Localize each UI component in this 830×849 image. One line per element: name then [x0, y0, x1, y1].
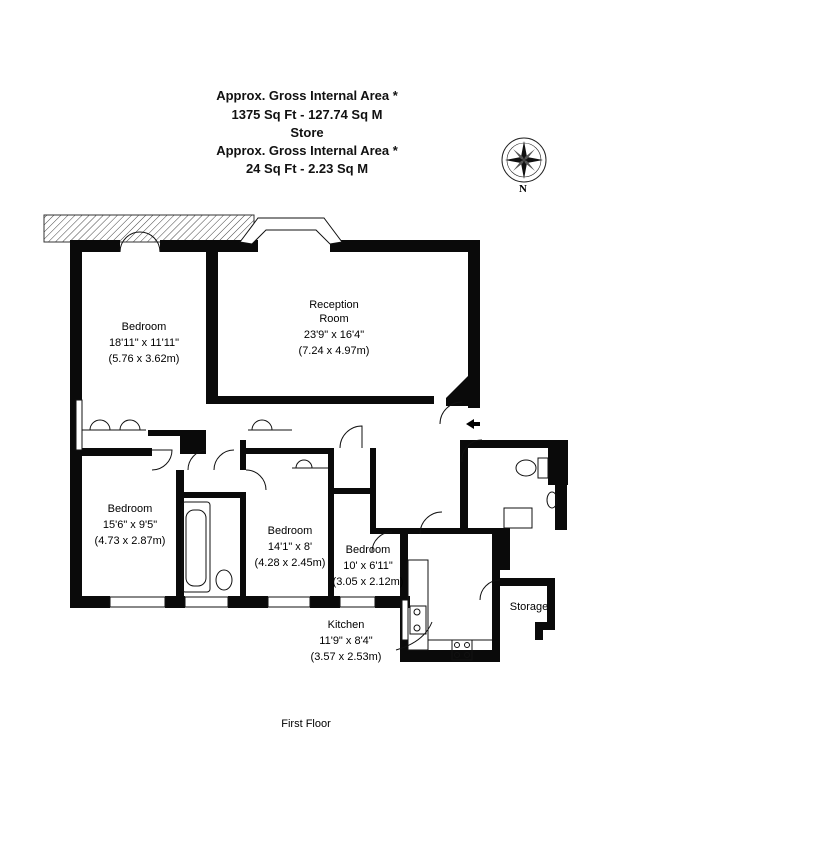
bedroom1-metric: (5.76 x 3.62m)	[109, 353, 180, 365]
compass-north-label: N	[519, 183, 527, 195]
bedroom2-metric: (4.73 x 2.87m)	[95, 535, 166, 547]
reception-metric: (7.24 x 4.97m)	[299, 345, 370, 357]
kitchen-metric: (3.57 x 2.53m)	[311, 651, 382, 663]
room-labels: Bedroom 18'11" x 11'11" (5.76 x 3.62m) R…	[95, 299, 549, 730]
doors	[82, 231, 558, 661]
storage-name: Storage	[510, 601, 549, 613]
bedroom1-name: Bedroom	[122, 321, 167, 333]
reception-imperial: 23'9" x 16'4"	[304, 329, 364, 341]
reception-name-2: Room	[319, 313, 348, 325]
entrance-arrow-icon	[466, 419, 480, 429]
bedroom3-name: Bedroom	[268, 525, 313, 537]
internal-walls	[82, 252, 508, 598]
bedroom2-name: Bedroom	[108, 503, 153, 515]
store-area-line-2: 24 Sq Ft - 2.23 Sq M	[245, 161, 369, 176]
bedroom4-name: Bedroom	[346, 544, 391, 556]
bedroom4-imperial: 10' x 6'11"	[343, 560, 393, 572]
bedroom3-metric: (4.28 x 2.45m)	[255, 557, 326, 569]
store-label: Store	[290, 125, 324, 140]
area-line-1: Approx. Gross Internal Area *	[216, 88, 398, 103]
bedroom3-imperial: 14'1" x 8'	[268, 541, 312, 553]
area-line-2: 1375 Sq Ft - 127.74 Sq M	[231, 107, 383, 122]
reception-name-1: Reception	[309, 299, 359, 311]
balcony	[43, 214, 255, 243]
bedroom1-imperial: 18'11" x 11'11"	[109, 337, 179, 349]
bedroom2-imperial: 15'6" x 9'5"	[103, 519, 157, 531]
kitchen-name: Kitchen	[328, 619, 365, 631]
windows	[75, 217, 409, 641]
compass-icon	[501, 137, 547, 183]
store-area-line-1: Approx. Gross Internal Area *	[216, 143, 398, 158]
outer-walls	[70, 240, 568, 662]
kitchen-imperial: 11'9" x 8'4"	[319, 635, 372, 647]
floor-label: First Floor	[281, 718, 331, 730]
bedroom4-metric: (3.05 x 2.12m)	[333, 576, 404, 588]
